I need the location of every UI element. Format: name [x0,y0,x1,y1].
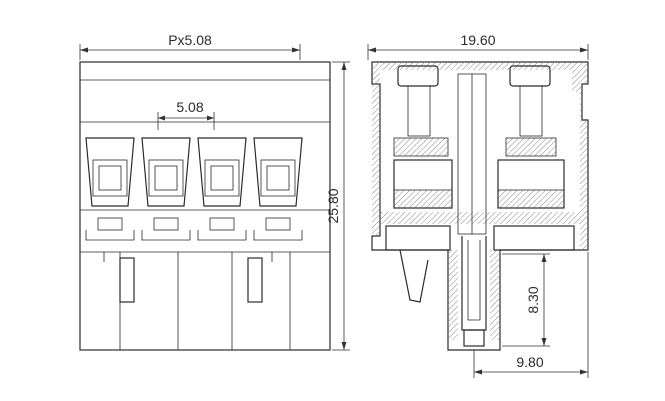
dim-width-label: 19.60 [460,32,495,48]
dim-pin-offset-label: 9.80 [516,354,543,370]
front-cell-2 [141,137,191,241]
right-screw [497,65,565,209]
dim-pitch: 5.08 [157,99,215,130]
dim-height: 25.80 [325,61,350,351]
front-pin-2 [247,257,263,303]
left-screw [393,65,453,209]
dim-pin-offset: 9.80 [473,252,589,378]
dim-pitch-total-label: Px5.08 [168,32,212,48]
dim-height-label: 25.80 [325,188,341,223]
dim-width: 19.60 [367,32,589,60]
front-pin-1 [119,257,135,303]
dim-pitch-label: 5.08 [176,99,203,115]
dim-pin-height-label: 8.30 [525,286,541,313]
front-cell-4 [253,137,303,241]
side-section-view [371,61,589,351]
front-body-outline [79,61,331,351]
front-cell-1 [85,137,135,241]
dim-pin-height: 8.30 [502,253,550,347]
dim-pitch-total: Px5.08 [79,32,301,60]
front-view [79,61,331,351]
front-cell-3 [197,137,247,241]
